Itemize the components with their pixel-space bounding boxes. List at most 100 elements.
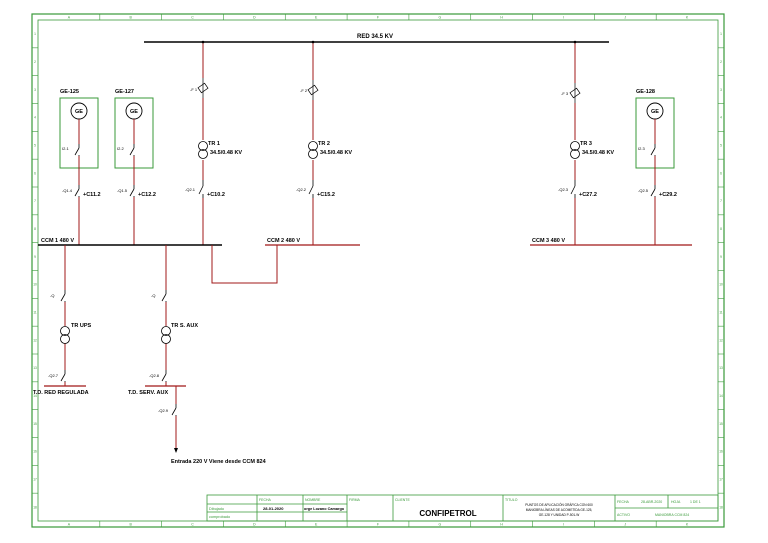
zone-col-bottom: D bbox=[253, 523, 256, 527]
zone-col-top: K bbox=[686, 16, 689, 20]
tb-fecha2-label: FECHA bbox=[617, 500, 630, 504]
zone-row-right: 6 bbox=[720, 171, 722, 175]
zone-col-top: H bbox=[500, 16, 503, 20]
trups-name: TR UPS bbox=[71, 323, 92, 329]
tb-nombre-label: NOMBRE bbox=[305, 498, 321, 502]
tb-date-value: 28-01-2020 bbox=[263, 506, 284, 511]
zone-row-right: 4 bbox=[720, 116, 722, 120]
tr3-name: TR 3 bbox=[580, 141, 592, 147]
fuse-f1-label: -F 1 bbox=[190, 87, 198, 92]
tb-titulo-line1: PUNTOS DE APLICACIÓN GRÁFICA CON 600 bbox=[525, 502, 593, 507]
zone-col-top: C bbox=[191, 16, 194, 20]
tb-hoja-label: HOJA bbox=[671, 500, 681, 504]
ge125-breaker bbox=[74, 144, 80, 156]
transformer-trups-symbol bbox=[60, 326, 70, 344]
zone-row-left: 14 bbox=[33, 394, 37, 398]
tb-activo-label: ACTIVO bbox=[617, 513, 630, 517]
tb-company: CONFIPETROL bbox=[419, 509, 476, 518]
traux-breaker-lower-label: -Q2.8 bbox=[149, 373, 160, 378]
tr2-name: TR 2 bbox=[318, 141, 330, 147]
zone-col-top: B bbox=[130, 16, 133, 20]
zone-col-bottom: A bbox=[68, 523, 71, 527]
zone-row-right: 15 bbox=[719, 422, 723, 426]
zone-row-left: 4 bbox=[34, 116, 36, 120]
outer-frame bbox=[31, 13, 725, 528]
ge127-breaker bbox=[129, 144, 135, 156]
zone-row-right: 5 bbox=[720, 143, 722, 147]
tb-comprobado-label: comprobado bbox=[209, 515, 230, 519]
traux-breaker-upper bbox=[161, 290, 167, 302]
zone-col-top: F bbox=[377, 16, 379, 20]
trups-breaker-lower bbox=[60, 370, 66, 382]
zone-row-left: 18 bbox=[33, 505, 37, 509]
tb-titulo-label: TITULO bbox=[505, 498, 518, 502]
tr1-name: TR 1 bbox=[208, 141, 220, 147]
incoming-breaker-label: -Q2.9 bbox=[158, 408, 169, 413]
trups-breaker-upper-label: -Q bbox=[50, 293, 54, 298]
zone-row-right: 10 bbox=[719, 283, 723, 287]
zone-col-top: J bbox=[624, 16, 626, 20]
trups-breaker-upper bbox=[60, 290, 66, 302]
zone-row-left: 16 bbox=[33, 450, 37, 454]
fuse-f3-label: -F 3 bbox=[561, 91, 569, 96]
zone-row-left: 5 bbox=[34, 143, 36, 147]
zone-row-left: 6 bbox=[34, 171, 36, 175]
breaker-q2-label: -Q1.5 bbox=[117, 188, 128, 193]
transformer-tr3-symbol bbox=[570, 141, 580, 159]
breaker-q3-label: -Q2.1 bbox=[185, 187, 196, 192]
title-block bbox=[206, 494, 719, 522]
breaker-q1-label: -Q1.4 bbox=[62, 188, 73, 193]
ge125-symbol-label: GE bbox=[75, 109, 83, 115]
traux-breaker-upper-label: -Q bbox=[151, 293, 155, 298]
traux-name: TR S. AUX bbox=[171, 323, 198, 329]
tb-dibujado-label: Dibujado bbox=[209, 507, 224, 511]
zone-row-left: 13 bbox=[33, 366, 37, 370]
zone-row-right: 3 bbox=[720, 88, 722, 92]
zone-col-bottom: B bbox=[130, 523, 133, 527]
incoming-breaker bbox=[171, 404, 177, 416]
ccm3-bus-label: CCM 3 480 V bbox=[532, 238, 565, 244]
zone-col-bottom: E bbox=[315, 523, 318, 527]
zone-row-right: 7 bbox=[720, 199, 722, 203]
zone-row-right: 12 bbox=[719, 338, 723, 342]
zone-row-left: 9 bbox=[34, 255, 36, 259]
fuse-f3 bbox=[569, 83, 581, 103]
traux-breaker-lower bbox=[161, 370, 167, 382]
tr3-rating: 34.5/0.48 KV bbox=[582, 150, 614, 156]
load-aux-label: T.D. SERV. AUX bbox=[128, 390, 168, 396]
zone-row-right: 2 bbox=[720, 60, 722, 64]
breaker-q4-label: -Q2.2 bbox=[296, 187, 307, 192]
zone-col-top: G bbox=[438, 16, 441, 20]
tb-author-value: orge Lozano Camargo bbox=[304, 507, 345, 511]
load-regulada-label: T.D. RED REGULADA bbox=[33, 390, 89, 396]
ccm2-bus-label: CCM 2 480 V bbox=[267, 238, 300, 244]
tb-cliente-label: CLIENTE bbox=[395, 498, 410, 502]
ccm-tie-line bbox=[211, 245, 278, 284]
zone-row-left: 8 bbox=[34, 227, 36, 231]
ge125-title: GE-125 bbox=[60, 89, 79, 95]
zone-row-left: 2 bbox=[34, 60, 36, 64]
feeder-c152-label: +C15.2 bbox=[317, 192, 335, 198]
fuse-f2 bbox=[307, 80, 319, 100]
breaker-c112 bbox=[74, 185, 80, 197]
bus-junction bbox=[201, 40, 205, 44]
zone-col-bottom: I bbox=[563, 523, 564, 527]
tb-fecha2-value: 28-ABR-2020 bbox=[641, 500, 662, 504]
incoming-label: Entrada 220 V Viene desde CCM 824 bbox=[171, 459, 267, 465]
zone-row-left: 15 bbox=[33, 422, 37, 426]
zone-row-right: 8 bbox=[720, 227, 722, 231]
zone-row-right: 11 bbox=[719, 310, 723, 314]
zone-row-left: 12 bbox=[33, 338, 37, 342]
incoming-arrow-icon bbox=[174, 448, 178, 453]
zone-row-right: 13 bbox=[719, 366, 723, 370]
bus-junction bbox=[573, 40, 577, 44]
zone-row-right: 9 bbox=[720, 255, 722, 259]
tb-firma-label: FIRMA bbox=[349, 498, 361, 502]
fuse-f1 bbox=[197, 78, 209, 98]
ge128-title: GE-128 bbox=[636, 89, 655, 95]
zone-col-top: I bbox=[563, 16, 564, 20]
breaker-c152 bbox=[308, 180, 314, 198]
tb-hoja-value: 1 DE 1 bbox=[690, 500, 701, 504]
zone-col-bottom: K bbox=[686, 523, 689, 527]
